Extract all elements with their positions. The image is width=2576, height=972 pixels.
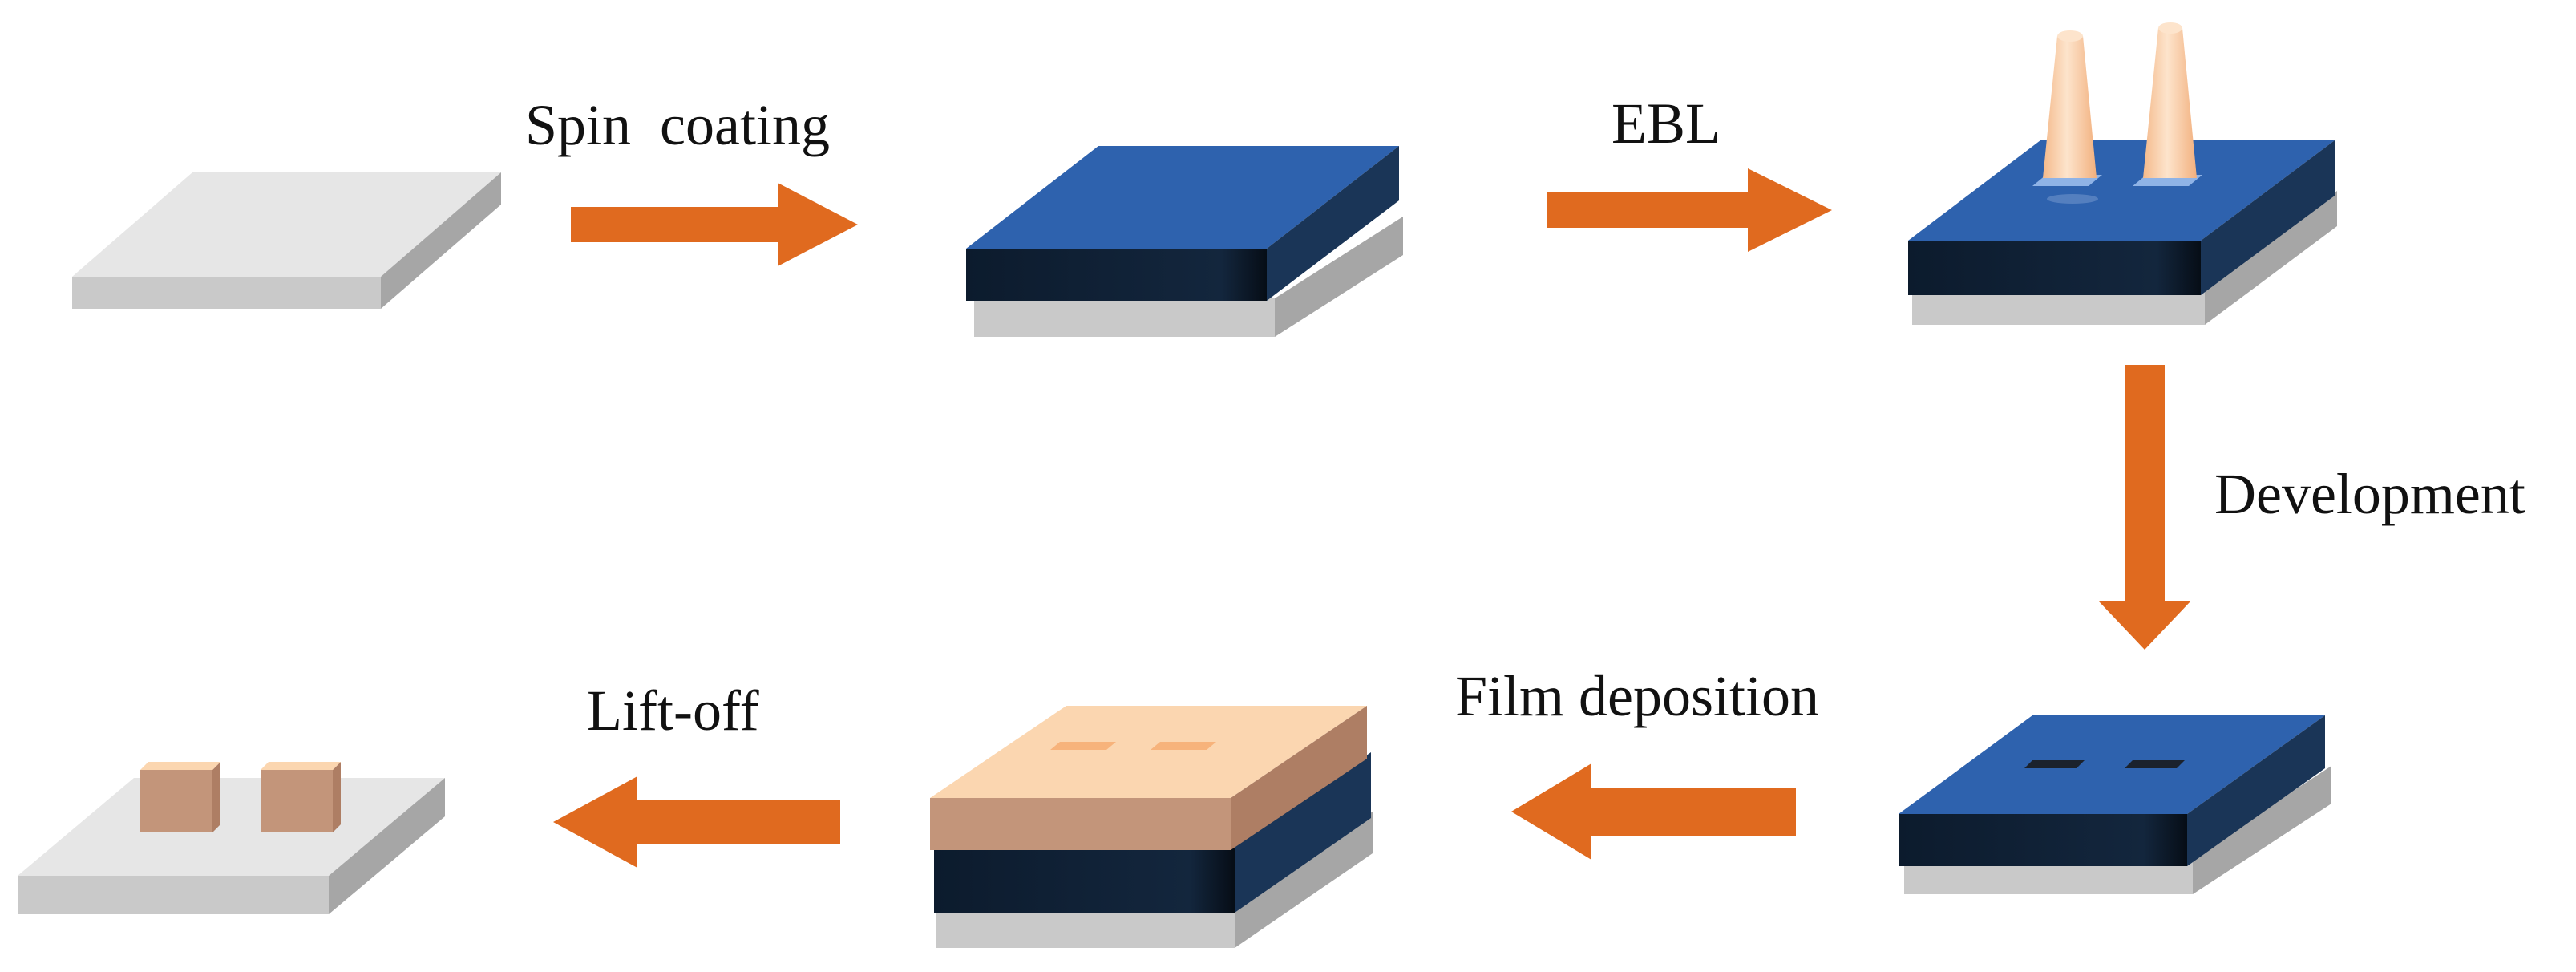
arrow-left-shape bbox=[553, 776, 840, 868]
step-exposed bbox=[1908, 22, 2337, 325]
step-final-pattern bbox=[18, 762, 445, 914]
arrow-lift-off: Lift-off bbox=[553, 678, 840, 868]
label-spin-coating: Spin coating bbox=[525, 93, 830, 157]
arrow-left-shape bbox=[1511, 763, 1796, 860]
resist-top-face bbox=[966, 146, 1399, 249]
substrate-top-face bbox=[72, 172, 501, 277]
resist-side-face bbox=[1235, 752, 1371, 913]
resist-front-face bbox=[934, 846, 1235, 913]
label-film-deposition: Film deposition bbox=[1455, 664, 1819, 728]
metal-front-face bbox=[930, 798, 1231, 850]
label-ebl: EBL bbox=[1612, 91, 1721, 156]
resist-side-face bbox=[1267, 146, 1399, 301]
substrate-side-face bbox=[1275, 217, 1403, 337]
metal-block-right bbox=[261, 762, 341, 832]
label-development: Development bbox=[2214, 462, 2525, 526]
substrate-front-face bbox=[18, 876, 329, 914]
opening-left bbox=[2024, 760, 2085, 768]
arrow-down-shape bbox=[2099, 365, 2190, 650]
substrate-front-face bbox=[72, 277, 381, 309]
arrow-right-shape bbox=[571, 183, 858, 266]
label-lift-off: Lift-off bbox=[587, 678, 759, 743]
resist-front-face bbox=[1899, 814, 2187, 866]
metal-filled-spot-right bbox=[1151, 742, 1216, 750]
electron-beam-left bbox=[2043, 30, 2097, 178]
electron-beam-right bbox=[2143, 22, 2197, 178]
substrate-front-face bbox=[1912, 290, 2205, 325]
substrate-side-face bbox=[1235, 812, 1373, 948]
resist-side-face bbox=[2201, 140, 2335, 295]
step-substrate bbox=[72, 172, 501, 309]
resist-top-face bbox=[1908, 140, 2335, 241]
opening-right bbox=[2125, 760, 2185, 768]
substrate-side-face bbox=[2205, 191, 2337, 325]
metal-side-face bbox=[1231, 706, 1367, 850]
arrow-ebl: EBL bbox=[1547, 91, 1832, 252]
resist-front-face bbox=[1908, 241, 2201, 295]
step-developed bbox=[1899, 715, 2331, 894]
resist-front-face bbox=[966, 249, 1267, 301]
metal-filled-spot-left bbox=[1050, 742, 1116, 750]
step-film-deposited bbox=[930, 706, 1373, 948]
arrow-development: Development bbox=[2099, 365, 2525, 650]
arrow-spin-coating: Spin coating bbox=[525, 93, 858, 266]
exposure-shadow bbox=[2047, 194, 2098, 204]
step-resist-coated bbox=[966, 146, 1403, 337]
resist-side-face bbox=[2187, 715, 2325, 866]
arrow-film-deposition: Film deposition bbox=[1455, 664, 1819, 860]
metal-top-face bbox=[930, 706, 1367, 798]
substrate-side-face bbox=[329, 778, 445, 914]
substrate-front-face bbox=[936, 906, 1235, 948]
metal-block-left bbox=[140, 762, 220, 832]
substrate-side-face bbox=[2193, 766, 2331, 894]
substrate-front-face bbox=[974, 298, 1275, 337]
substrate-side-face bbox=[381, 172, 501, 309]
resist-top-face bbox=[1899, 715, 2325, 814]
arrow-right-shape bbox=[1547, 168, 1832, 252]
